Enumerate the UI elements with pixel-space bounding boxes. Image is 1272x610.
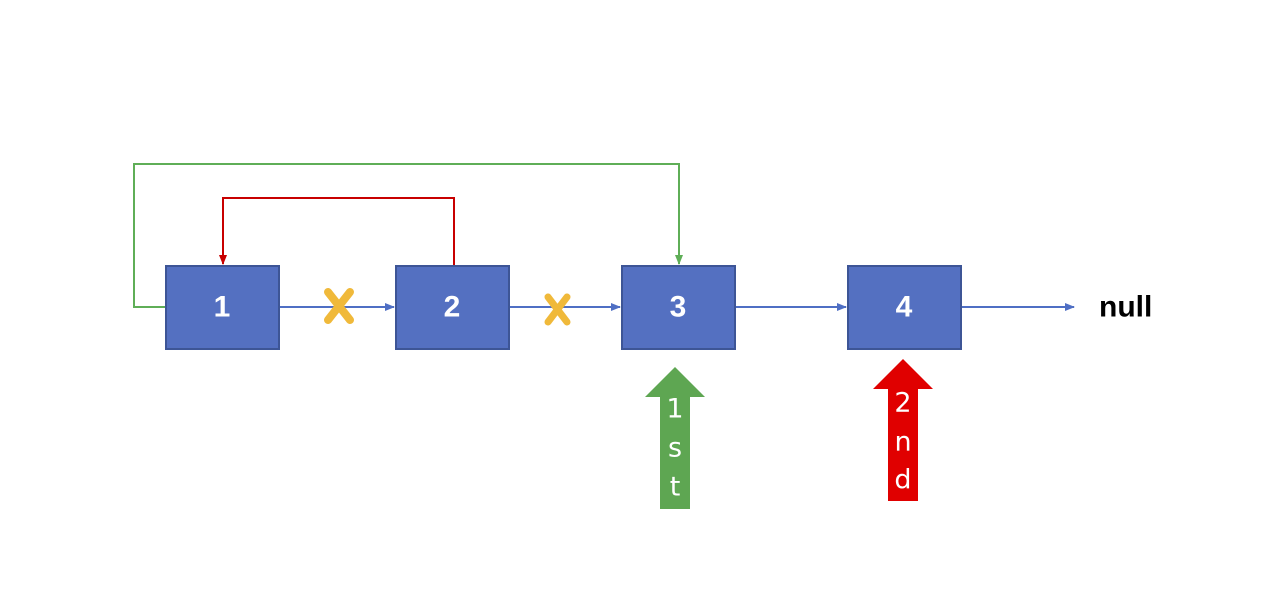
pointer-1st-char-3: t bbox=[670, 472, 681, 503]
pointer-2nd-char-1: 2 bbox=[894, 388, 911, 419]
cross-mark-2-3 bbox=[544, 293, 571, 326]
red-link-2-to-1 bbox=[219, 197, 455, 266]
pointer-1st-char-1: 1 bbox=[666, 394, 683, 425]
node-label-1: 1 bbox=[214, 291, 231, 324]
cross-mark-1-2 bbox=[324, 288, 354, 324]
list-node-4: 4 bbox=[847, 265, 962, 350]
list-node-1: 1 bbox=[165, 265, 280, 350]
pointer-arrow-2nd: 2 n d bbox=[873, 359, 933, 501]
green-link-1-to-3 bbox=[133, 163, 683, 308]
pointer-arrow-1st: 1 s t bbox=[645, 367, 705, 509]
node-label-4: 4 bbox=[896, 291, 913, 324]
pointer-2nd-char-2: n bbox=[894, 427, 911, 458]
pointer-2nd-char-3: d bbox=[894, 465, 911, 496]
pointer-1st-char-2: s bbox=[668, 433, 682, 464]
null-label: null bbox=[1099, 291, 1152, 324]
list-node-3: 3 bbox=[621, 265, 736, 350]
node-label-3: 3 bbox=[670, 291, 687, 324]
node-label-2: 2 bbox=[444, 291, 461, 324]
list-node-2: 2 bbox=[395, 265, 510, 350]
